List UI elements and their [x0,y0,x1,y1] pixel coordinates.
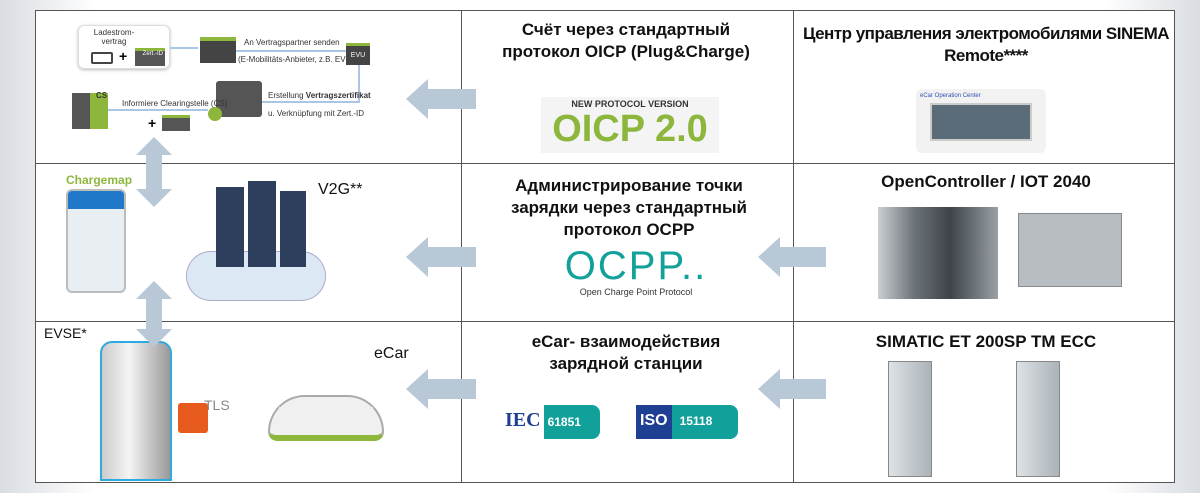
arrow-left-row2-right [758,237,826,277]
ocpp-logo: OCPP.. Open Charge Point Protocol [564,244,708,297]
et200sp-module-1 [888,361,932,477]
architecture-grid: Ladestrom- vertrag + Zert.-ID An Vertrag… [35,10,1175,483]
arrow-vertical-1 [136,137,172,207]
cert-id-icon: Zert.-ID [135,48,165,66]
arrow-left-row3-mid [406,369,476,409]
tls-lock-icon [178,403,208,433]
arrow-left-row2-mid [406,237,476,277]
cloud-servers-image [186,181,326,301]
flow-arrows [136,79,826,409]
evu-house-icon: EVU [346,43,370,65]
chargemap-phone: Chargemap [66,173,136,299]
evse-charger-image [100,341,172,481]
contract-icon [91,52,113,64]
contract-card: Ladestrom- vertrag + Zert.-ID [78,25,170,69]
et200sp-module-2 [1016,361,1060,477]
oicp-logo: NEW PROTOCOL VERSION OICP 2.0 [541,97,719,153]
arrow-left-row3-right [758,369,826,409]
badge-icon [208,107,222,121]
cert-id-icon [162,115,190,131]
arrow-left-row1 [406,79,476,119]
arrow-vertical-2 [136,281,172,347]
ecar-operation-center-image: eCar Operation Center [916,89,1046,153]
iot2040-image [1018,213,1122,287]
building-icon [72,93,108,129]
envelope-icon [200,37,236,63]
certificate-icon [216,81,262,117]
open-controller-image [878,207,998,299]
